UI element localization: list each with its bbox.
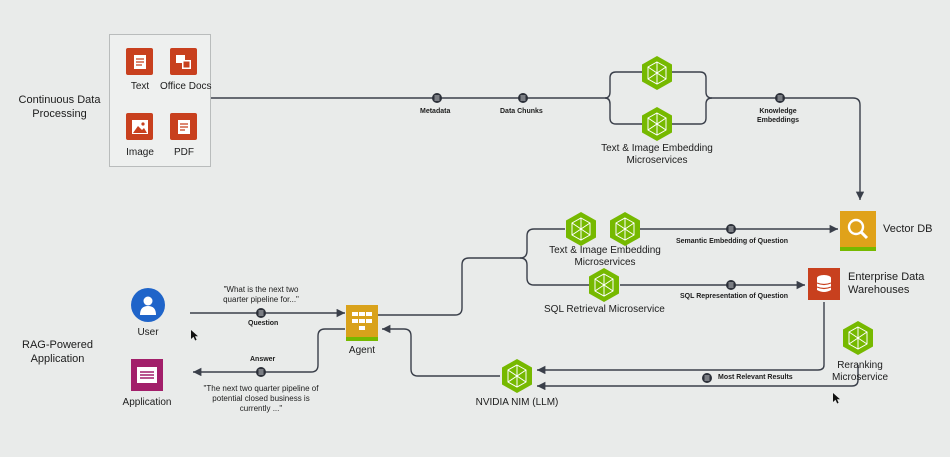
office-docs-icon	[170, 48, 197, 75]
vector-db-label: Vector DB	[883, 223, 933, 235]
nvidia-microservice-icon	[640, 55, 674, 96]
nvidia-microservice-icon	[564, 211, 598, 252]
mouse-cursor-icon	[191, 328, 199, 346]
embedding-ms-mid-label: Text & Image Embedding Microservices	[549, 245, 661, 268]
enterprise-dw-label: Enterprise Data Warehouses	[848, 271, 925, 296]
document-sources-panel: Text Office Docs Image PDF	[109, 34, 212, 167]
answer-label: Answer	[250, 356, 276, 363]
answer-quote: "The next two quarter pipeline of potent…	[203, 384, 319, 413]
user-icon	[131, 288, 165, 322]
text-doc-label: Text	[130, 81, 150, 92]
nim-label: NVIDIA NIM (LLM)	[475, 397, 559, 408]
data-warehouse-icon	[808, 268, 840, 300]
sql-representation-label: SQL Representation of Question	[680, 293, 788, 300]
mouse-cursor-icon	[833, 391, 841, 409]
user-label: User	[137, 327, 159, 338]
question-label: Question	[248, 320, 279, 327]
sql-retrieval-label: SQL Retrieval Microservice	[544, 304, 665, 315]
embedding-ms-top-label: Text & Image Embedding Microservices	[601, 143, 713, 166]
agent-label: Agent	[348, 345, 376, 356]
question-quote: "What is the next two quarter pipeline f…	[223, 285, 299, 304]
application-icon	[131, 359, 163, 391]
agent-icon	[346, 305, 378, 341]
section-label-continuous-processing: Continuous Data Processing	[18, 94, 101, 120]
nvidia-microservice-icon	[608, 211, 642, 252]
text-doc-icon	[126, 48, 153, 75]
nvidia-microservice-icon	[640, 106, 674, 147]
knowledge-embeddings-label: Knowledge Embeddings	[757, 108, 800, 124]
pdf-doc-label: PDF	[174, 147, 194, 158]
reranking-label: Reranking Microservice	[831, 360, 889, 383]
vector-db-icon	[840, 211, 876, 251]
most-relevant-label: Most Relevant Results	[718, 374, 793, 381]
semantic-embedding-label: Semantic Embedding of Question	[676, 238, 789, 245]
application-label: Application	[122, 397, 172, 408]
section-label-rag-application: RAG-Powered Application	[22, 339, 93, 365]
data-chunks-label: Data Chunks	[500, 108, 543, 115]
pdf-doc-icon	[170, 113, 197, 140]
image-doc-icon	[126, 113, 153, 140]
nvidia-nim-icon	[500, 358, 534, 399]
office-docs-label: Office Docs	[160, 81, 212, 92]
metadata-label: Metadata	[420, 108, 451, 115]
nvidia-microservice-icon	[841, 320, 875, 361]
image-doc-label: Image	[126, 147, 154, 158]
nvidia-microservice-icon	[587, 267, 621, 308]
